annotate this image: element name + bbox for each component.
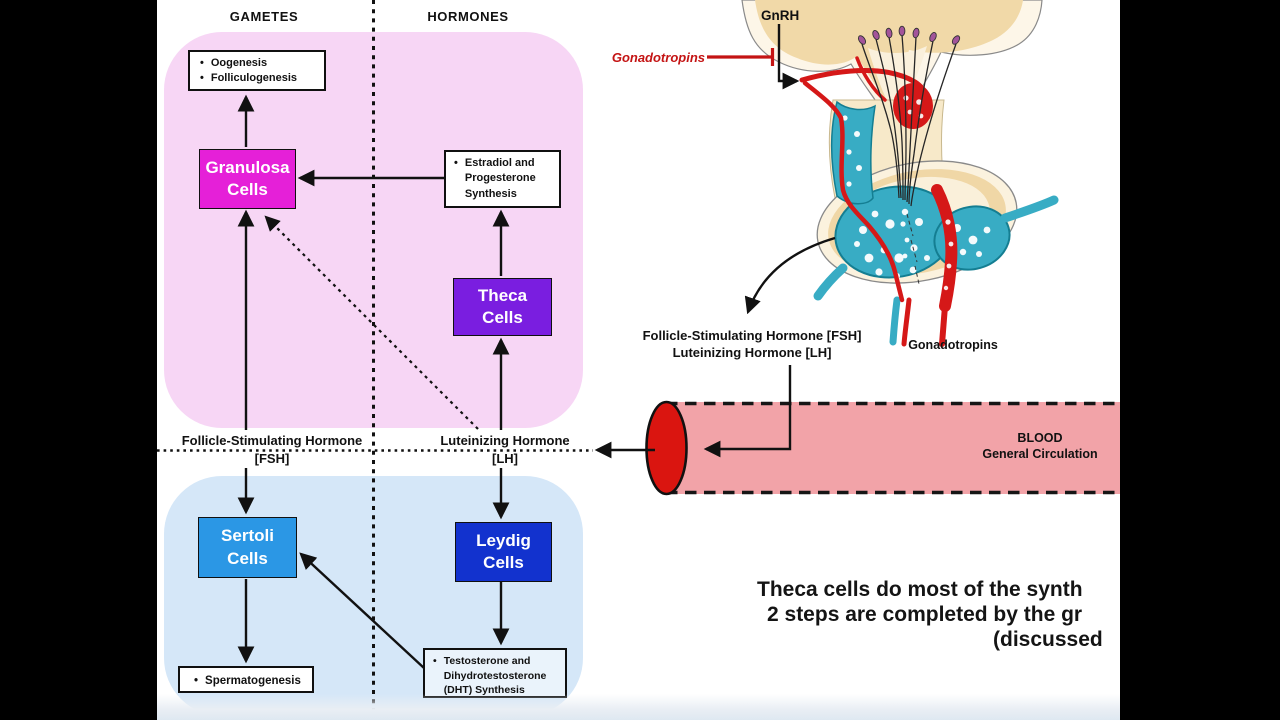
cell-label: Cells — [227, 180, 268, 199]
letterbox-left — [0, 0, 157, 720]
blood-title: BLOOD — [1017, 431, 1063, 445]
bullet-icon: • — [200, 72, 204, 85]
list-item-label: Oogenesis — [210, 57, 268, 69]
bullet-icon: • — [194, 675, 199, 687]
list-item: • Spermatogenesis — [194, 673, 310, 689]
bullet-icon: • — [433, 655, 437, 667]
bullet-icon: • — [200, 57, 204, 69]
bullet-icon: • — [454, 157, 458, 169]
gnrh-neurons — [857, 25, 961, 285]
list-item: • Oogenesis — [200, 56, 320, 71]
secretion-line2: Luteinizing Hormone [LH] — [672, 344, 832, 360]
list-item-label: Spermatogenesis — [205, 675, 301, 687]
blood-subtitle: General Circulation — [982, 447, 1098, 462]
lh-axis-label: Luteinizing Hormone [LH] — [400, 432, 610, 469]
list-item-label: Estradiol and Progesterone Synthesis — [464, 157, 536, 200]
gonadotropins-label: Gonadotropins — [908, 338, 998, 352]
theca-cells-box: Theca Cells — [453, 278, 552, 336]
list-item-label: Testosterone and Dihydrotestosterone (DH… — [443, 655, 547, 697]
cell-label: Cells — [483, 553, 524, 572]
caption-line-3: (discussed — [993, 628, 1103, 651]
caption-line-1: Theca cells do most of the synth — [757, 578, 1083, 601]
list-item: • Folliculogenesis — [200, 71, 320, 86]
fsh-name: Follicle-Stimulating Hormone — [181, 433, 363, 448]
fsh-abbrev: [FSH] — [254, 451, 290, 467]
diagram-canvas: GAMETES HORMONES • Oogenesis • Folliculo… — [157, 0, 1120, 720]
axis-dividers — [157, 0, 593, 710]
hypothalamus-pituitary-illustration — [741, 0, 1059, 347]
list-item: • Testosterone and Dihydrotestosterone (… — [433, 654, 563, 698]
lh-abbrev: [LH] — [492, 451, 518, 467]
diagram-linework — [157, 0, 1120, 710]
vessel-end-cap — [645, 400, 688, 496]
caption-line-2: 2 steps are completed by the gr — [767, 603, 1083, 626]
list-item: • Estradiol and Progesterone Synthesis — [454, 156, 557, 202]
spermatogenesis-outcomes-box: • Spermatogenesis — [178, 666, 314, 693]
gonadotropins-feedback-label: Gonadotropins — [611, 50, 705, 65]
oogenesis-outcomes-box: • Oogenesis • Folliculogenesis — [188, 50, 326, 91]
cell-label: Sertoli — [221, 526, 274, 546]
fsh-axis-label: Follicle-Stimulating Hormone [FSH] — [167, 432, 377, 469]
column-header-hormones: HORMONES — [427, 9, 509, 24]
secretion-line1: Follicle-Stimulating Hormone [FSH] — [642, 328, 862, 343]
lh-name: Luteinizing Hormone — [440, 433, 570, 448]
cell-label: Theca — [477, 285, 528, 305]
cell-label: Cells — [227, 548, 268, 568]
testosterone-dht-box: • Testosterone and Dihydrotestosterone (… — [423, 648, 567, 698]
cell-label: Leydig — [476, 530, 531, 550]
fsh-lh-secretion-label: Follicle-Stimulating Hormone [FSH] Lutei… — [622, 328, 882, 361]
granulosa-cells-box: Granulosa Cells — [199, 149, 296, 209]
leydig-cells-box: Leydig Cells — [455, 522, 552, 582]
estradiol-progesterone-box: • Estradiol and Progesterone Synthesis — [444, 150, 561, 208]
cell-label: Granulosa — [205, 157, 290, 177]
list-item-label: Folliculogenesis — [210, 72, 298, 85]
cell-label: Cells — [482, 308, 523, 327]
column-header-gametes: GAMETES — [229, 9, 299, 24]
blood-vessel-label: BLOOD General Circulation — [940, 430, 1120, 463]
gnrh-label: GnRH — [761, 8, 800, 23]
bottom-fade — [157, 694, 1120, 720]
flow-arrows — [237, 24, 836, 669]
negative-feedback-inhibitor — [707, 48, 775, 66]
sertoli-cells-box: Sertoli Cells — [198, 517, 297, 578]
letterbox-right — [1120, 0, 1280, 720]
